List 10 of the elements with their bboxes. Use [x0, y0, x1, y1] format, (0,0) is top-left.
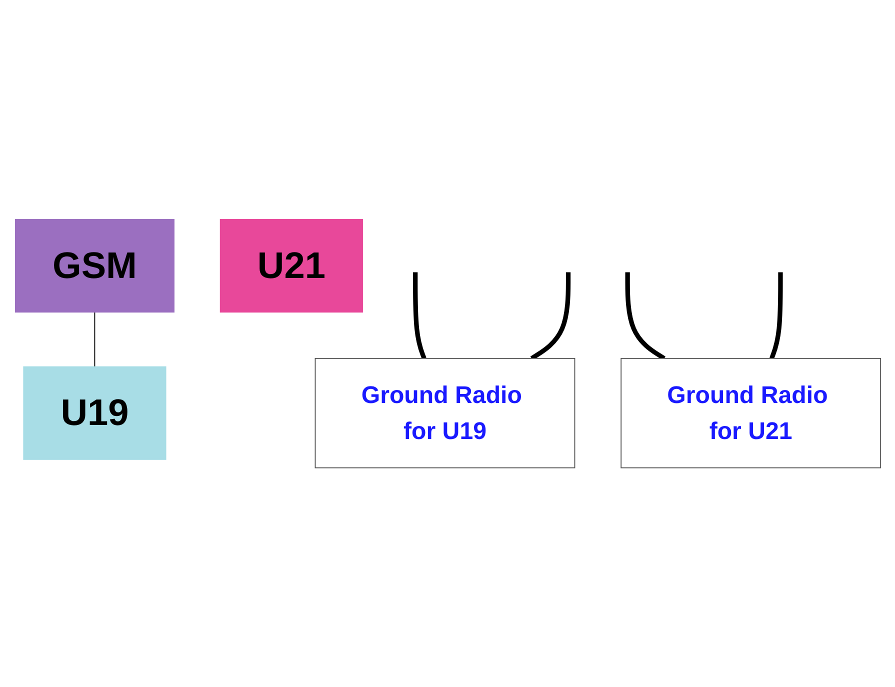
node-box: U19 [22, 366, 166, 460]
node-box: GSM [14, 218, 174, 312]
connector [530, 272, 570, 360]
node-box: Ground Radio for U19 [314, 358, 575, 468]
connector [624, 272, 665, 360]
connector [94, 312, 95, 368]
connector [769, 272, 782, 360]
node-box: Ground Radio for U21 [620, 358, 881, 468]
connector [412, 272, 426, 360]
node-box: U21 [219, 218, 362, 312]
